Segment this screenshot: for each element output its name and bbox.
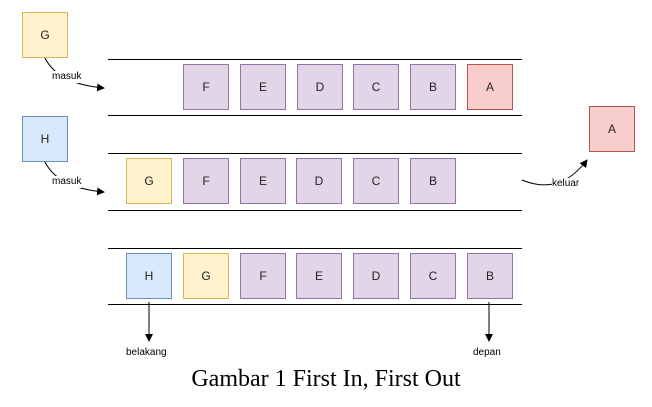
queue3-element-g: G — [183, 253, 229, 299]
queue1-element-f: F — [183, 64, 229, 110]
queue3-element-d: D — [353, 253, 399, 299]
removed-element-a: A — [589, 106, 635, 152]
queue1-element-e: E — [240, 64, 286, 110]
queue3-top-rail — [108, 248, 522, 249]
label-masuk-2: masuk — [52, 176, 82, 188]
queue1-bottom-rail — [108, 115, 522, 116]
label-masuk-1: masuk — [52, 71, 82, 83]
queue3-element-h: H — [126, 253, 172, 299]
queue3-element-b: B — [467, 253, 513, 299]
queue2-top-rail — [108, 153, 522, 154]
label-depan: depan — [473, 347, 501, 359]
queue2-element-e: E — [240, 158, 286, 204]
label-belakang: belakang — [126, 347, 167, 359]
queue2-element-c: C — [353, 158, 399, 204]
queue2-element-d: D — [296, 158, 342, 204]
queue1-element-d: D — [297, 64, 343, 110]
queue1-element-a: A — [467, 64, 513, 110]
queue1-element-b: B — [410, 64, 456, 110]
queue2-element-g: G — [126, 158, 172, 204]
queue1-element-c: C — [353, 64, 399, 110]
incoming-element-g: G — [22, 12, 68, 58]
incoming-element-h: H — [22, 116, 68, 162]
queue3-element-e: E — [296, 253, 342, 299]
queue3-element-c: C — [410, 253, 456, 299]
queue2-element-b: B — [410, 158, 456, 204]
queue2-bottom-rail — [108, 210, 522, 211]
figure-caption: Gambar 1 First In, First Out — [191, 366, 461, 392]
queue2-element-f: F — [183, 158, 229, 204]
queue3-bottom-rail — [108, 304, 522, 305]
queue3-element-f: F — [240, 253, 286, 299]
queue1-top-rail — [108, 59, 522, 60]
label-keluar: keluar — [552, 178, 580, 190]
